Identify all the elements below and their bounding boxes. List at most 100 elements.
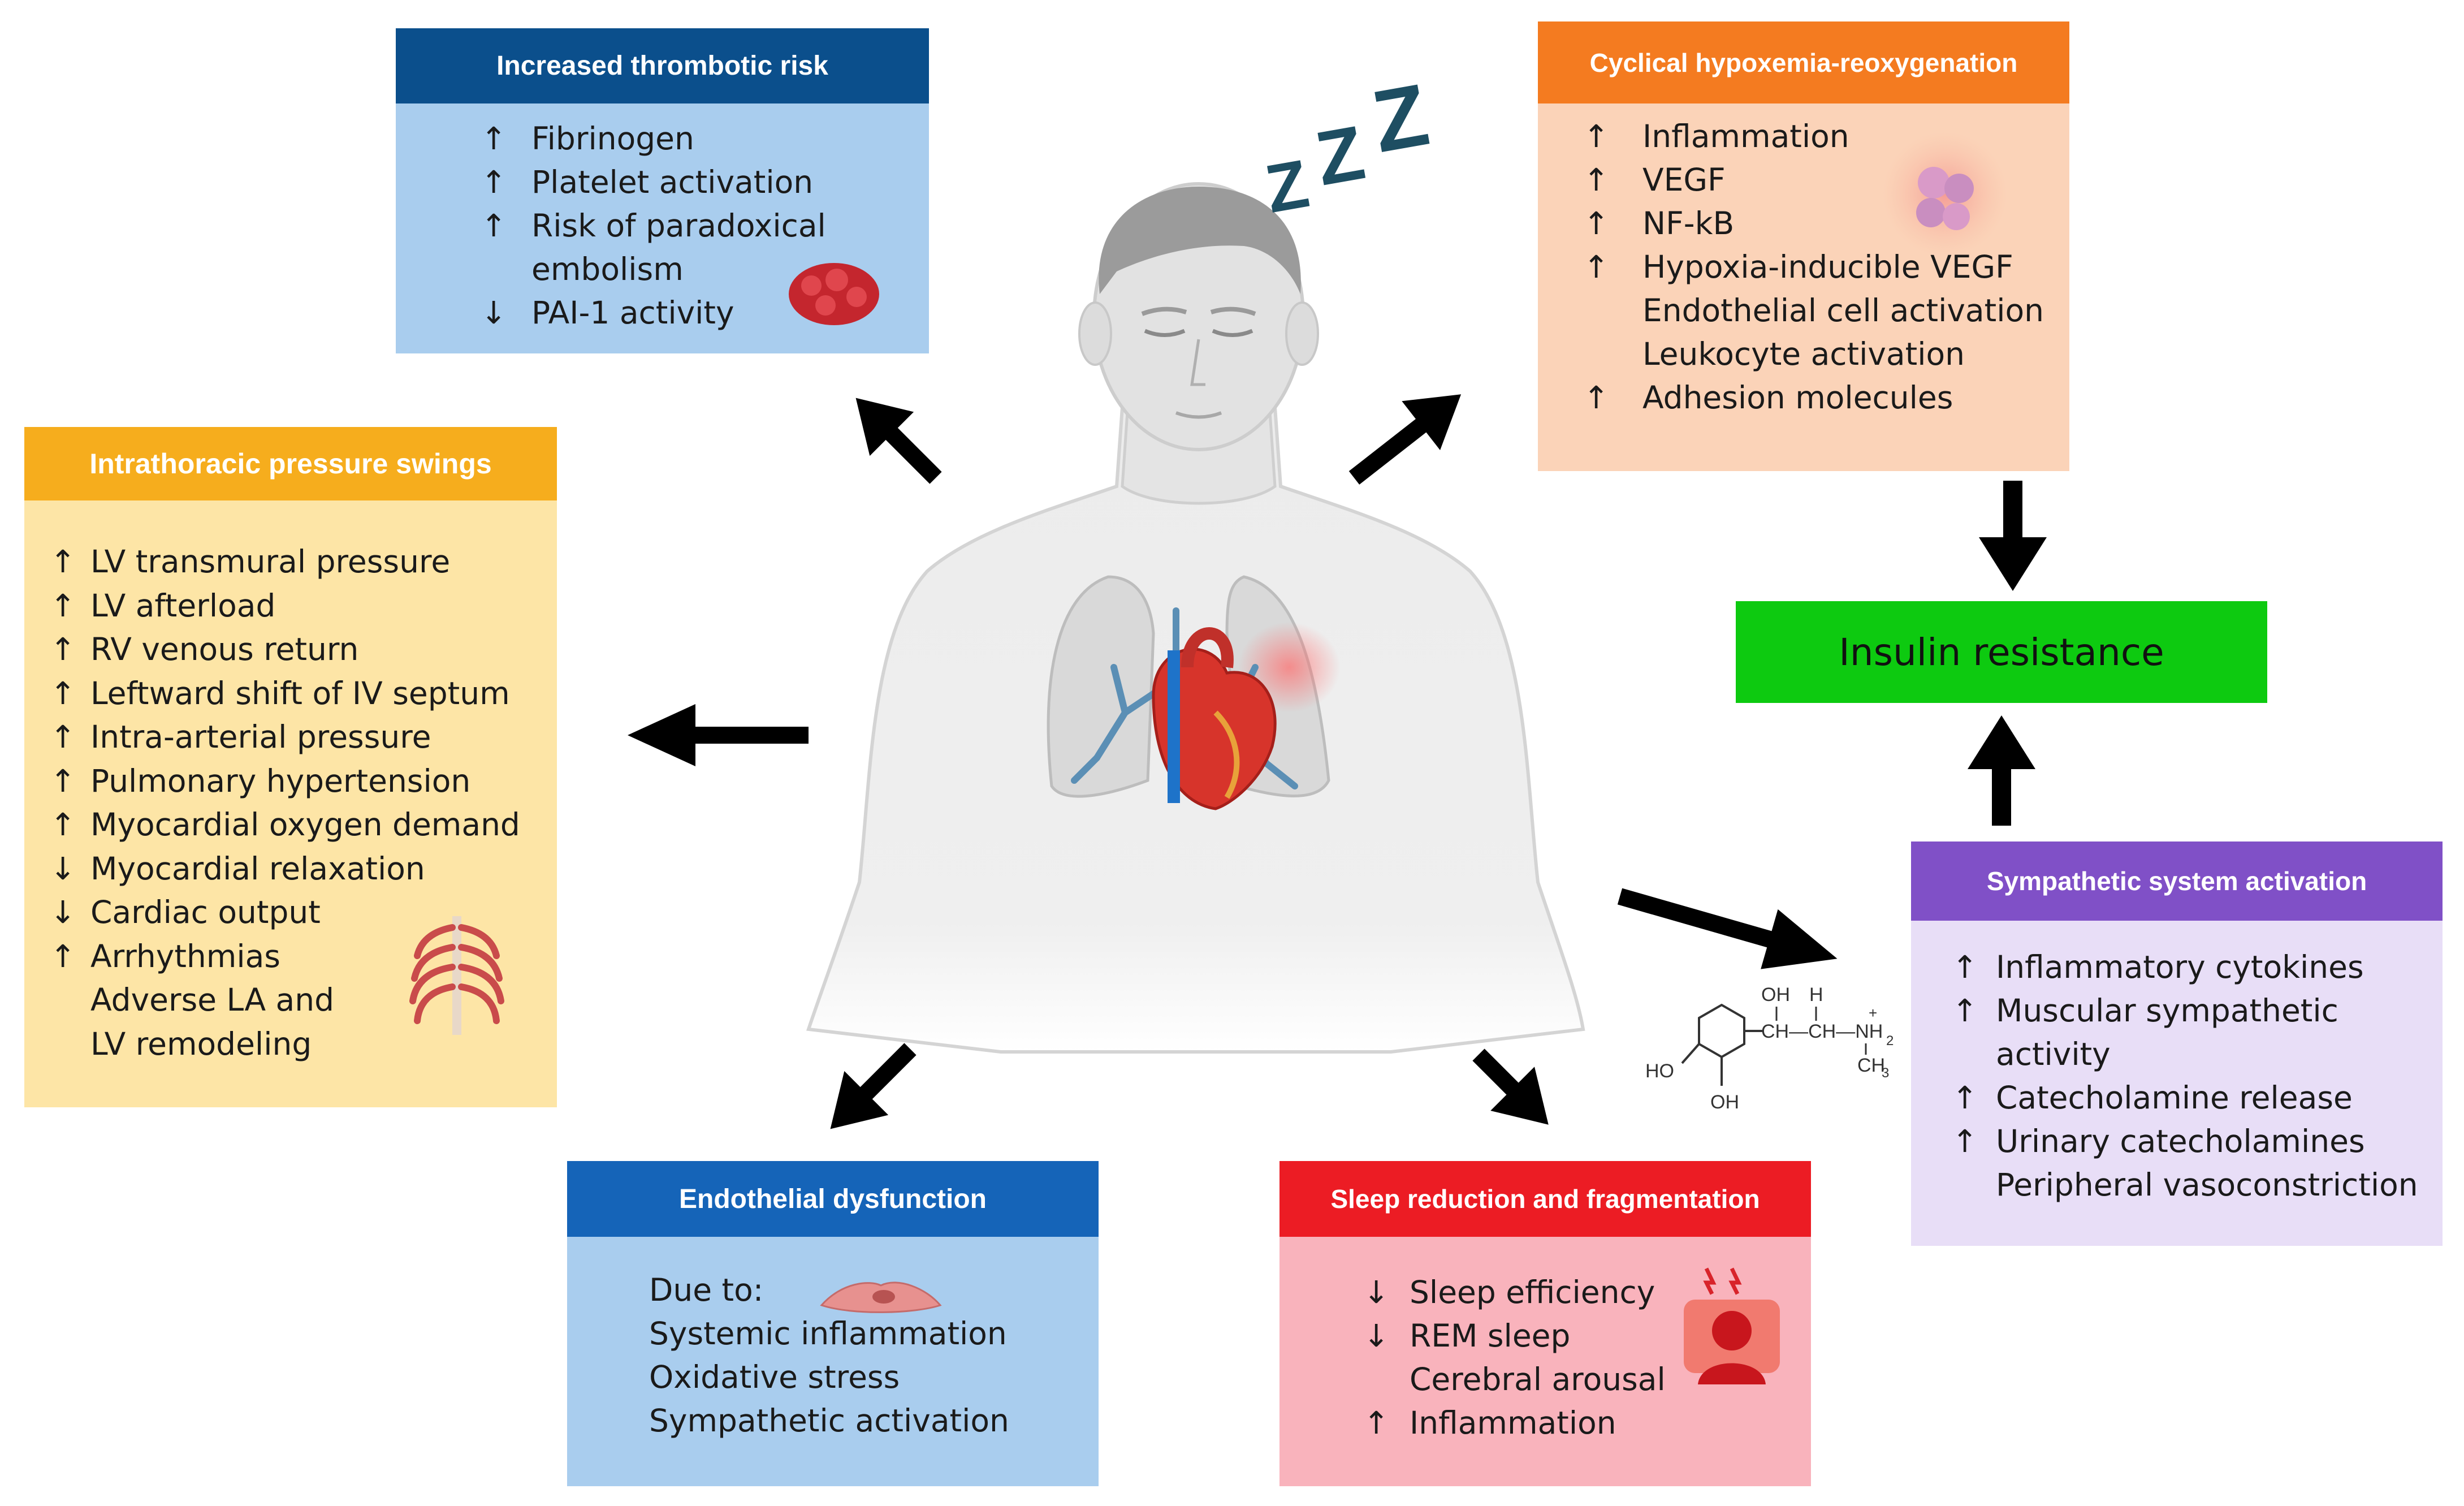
list-item: ↑LV transmural pressure bbox=[50, 540, 557, 584]
thrombotic-title: Increased thrombotic risk bbox=[496, 51, 828, 81]
list-item: ↑LV afterload bbox=[50, 584, 557, 628]
endothelial-box: Endothelial dysfunction Due to: Systemic… bbox=[567, 1161, 1099, 1486]
sympathetic-box: Sympathetic system activation ↑Inflammat… bbox=[1911, 842, 2443, 1246]
left-lung-shape bbox=[1047, 575, 1155, 798]
intrathoracic-header: Intrathoracic pressure swings bbox=[24, 427, 557, 500]
list-item: ↑RV venous return bbox=[50, 628, 557, 672]
down-arrow-icon: ↓ bbox=[1363, 1274, 1390, 1310]
sleep-list: ↓Sleep efficiency ↓REM sleep Cerebral ar… bbox=[1279, 1237, 1811, 1445]
arrow-hypoxemia-to-insulin bbox=[1979, 481, 2047, 591]
arrow-to-hypoxemia bbox=[1348, 394, 1462, 485]
zzz-z3: Z bbox=[1365, 65, 1435, 171]
endothelial-title: Endothelial dysfunction bbox=[678, 1184, 987, 1214]
list-item: ↑Adhesion molecules bbox=[1583, 376, 2069, 420]
down-arrow-icon: ↓ bbox=[481, 295, 507, 331]
up-arrow-icon: ↑ bbox=[481, 120, 507, 157]
list-item: Peripheral vasoconstriction bbox=[1996, 1167, 2418, 1203]
sleep-box: Sleep reduction and fragmentation ↓Sleep… bbox=[1279, 1161, 1811, 1486]
list-item: Due to: bbox=[649, 1272, 764, 1308]
intrathoracic-box: Intrathoracic pressure swings ↑LV transm… bbox=[24, 427, 557, 1107]
intrathoracic-title: Intrathoracic pressure swings bbox=[89, 448, 492, 480]
thrombotic-list: ↑Fibrinogen ↑Platelet activation ↑Risk o… bbox=[396, 103, 929, 335]
hypoxemia-list: ↑Inflammation ↑VEGF ↑NF-kB ↑Hypoxia-indu… bbox=[1538, 103, 2069, 420]
up-arrow-icon: ↑ bbox=[50, 806, 76, 843]
mol-oh-top: OH bbox=[1761, 984, 1790, 1006]
list-item: ↑Fibrinogen bbox=[481, 117, 929, 161]
list-item: ↑Muscular sympathetic activity bbox=[1952, 989, 2346, 1076]
list-item: ↑VEGF bbox=[1583, 158, 2069, 202]
list-item: ↑Risk of paradoxical embolism bbox=[481, 204, 848, 291]
sympathetic-list: ↑Inflammatory cytokines ↑Muscular sympat… bbox=[1911, 921, 2443, 1207]
arrow-to-thrombotic bbox=[855, 398, 942, 484]
list-item: ↑Inflammatory cytokines bbox=[1952, 946, 2443, 989]
mol-oh-bottom: OH bbox=[1710, 1091, 1739, 1113]
mol-nh-sub: 2 bbox=[1886, 1033, 1894, 1048]
up-arrow-icon: ↑ bbox=[1952, 949, 1978, 985]
arrow-sympathetic-to-insulin bbox=[1968, 715, 2035, 826]
up-arrow-icon: ↑ bbox=[50, 587, 76, 624]
list-item: Cerebral arousal bbox=[1410, 1361, 1666, 1397]
blood-clot-icon bbox=[789, 263, 879, 325]
down-arrow-icon: ↓ bbox=[50, 894, 76, 930]
sleep-header: Sleep reduction and fragmentation bbox=[1279, 1161, 1811, 1237]
rib-cage-icon bbox=[409, 916, 504, 1035]
down-arrow-icon: ↓ bbox=[50, 850, 76, 887]
up-arrow-icon: ↑ bbox=[1583, 379, 1610, 416]
list-item: Endothelial cell activation bbox=[1642, 292, 2044, 329]
up-arrow-icon: ↑ bbox=[1952, 1080, 1978, 1116]
list-item: Adverse LA and LV remodeling bbox=[90, 982, 335, 1062]
list-item: ↓PAI-1 activity bbox=[481, 291, 929, 335]
inflammatory-cells-icon bbox=[1883, 132, 2007, 256]
catecholamine-structure bbox=[1681, 1003, 1764, 1086]
up-arrow-icon: ↑ bbox=[50, 631, 76, 667]
list-item: ↑Platelet activation bbox=[481, 161, 929, 204]
up-arrow-icon: ↑ bbox=[481, 208, 507, 244]
aroused-person-icon bbox=[1684, 1267, 1780, 1384]
arrow-to-sleep bbox=[1472, 1048, 1549, 1125]
up-arrow-icon: ↑ bbox=[50, 719, 76, 755]
up-arrow-icon: ↑ bbox=[50, 543, 76, 580]
endothelial-header: Endothelial dysfunction bbox=[567, 1161, 1099, 1237]
mol-ho: HO bbox=[1645, 1060, 1674, 1082]
list-item: ↑Leftward shift of IV septum bbox=[50, 672, 557, 716]
mol-ch3: CH bbox=[1857, 1055, 1885, 1076]
list-item: ↑Inflammation bbox=[1583, 115, 2069, 158]
intrathoracic-list: ↑LV transmural pressure ↑LV afterload ↑R… bbox=[24, 500, 557, 1066]
hair-shape bbox=[1099, 187, 1301, 294]
endothelial-list: Due to: Systemic inflammation Oxidative … bbox=[567, 1237, 1099, 1443]
up-arrow-icon: ↑ bbox=[1583, 205, 1610, 241]
up-arrow-icon: ↑ bbox=[1583, 249, 1610, 285]
sympathetic-header: Sympathetic system activation bbox=[1911, 842, 2443, 921]
up-arrow-icon: ↑ bbox=[1952, 993, 1978, 1029]
arrow-to-intrathoracic bbox=[628, 704, 809, 766]
hypoxemia-box: Cyclical hypoxemia-reoxygenation ↑Inflam… bbox=[1538, 21, 2069, 471]
list-item: ↓Sleep efficiency bbox=[1363, 1271, 1811, 1314]
up-arrow-icon: ↑ bbox=[50, 675, 76, 711]
mol-ch3-sub: 3 bbox=[1882, 1065, 1889, 1081]
list-item: ↑Pulmonary hypertension bbox=[50, 760, 557, 804]
down-arrow-icon: ↓ bbox=[1363, 1318, 1390, 1354]
list-item: ↓Cardiac output bbox=[50, 891, 557, 935]
up-arrow-icon: ↑ bbox=[481, 164, 507, 200]
mol-chain: CH—CH—NH bbox=[1761, 1021, 1883, 1042]
up-arrow-icon: ↑ bbox=[50, 938, 76, 974]
insulin-title: Insulin resistance bbox=[1839, 630, 2164, 674]
insulin-box: Insulin resistance bbox=[1736, 601, 2267, 703]
up-arrow-icon: ↑ bbox=[50, 762, 76, 799]
up-arrow-icon: ↑ bbox=[1952, 1123, 1978, 1159]
list-item: ↑Arrhythmias bbox=[50, 935, 557, 979]
up-arrow-icon: ↑ bbox=[1363, 1405, 1390, 1441]
list-item: ↑NF-kB bbox=[1583, 202, 2069, 245]
hypoxemia-title: Cyclical hypoxemia-reoxygenation bbox=[1589, 48, 2018, 77]
mol-h-top: H bbox=[1809, 984, 1823, 1006]
list-item: ↑Myocardial oxygen demand bbox=[50, 803, 557, 847]
zzz-z2: Z bbox=[1310, 110, 1371, 202]
list-item: ↑Intra-arterial pressure bbox=[50, 715, 557, 760]
list-item: ↑Catecholamine release bbox=[1952, 1076, 2443, 1120]
list-item: Sympathetic activation bbox=[649, 1403, 1009, 1439]
thrombotic-header: Increased thrombotic risk bbox=[396, 28, 929, 103]
arrow-to-endothelial bbox=[830, 1043, 917, 1129]
up-arrow-icon: ↑ bbox=[1583, 162, 1610, 198]
list-item: ↓Myocardial relaxation bbox=[50, 847, 557, 891]
